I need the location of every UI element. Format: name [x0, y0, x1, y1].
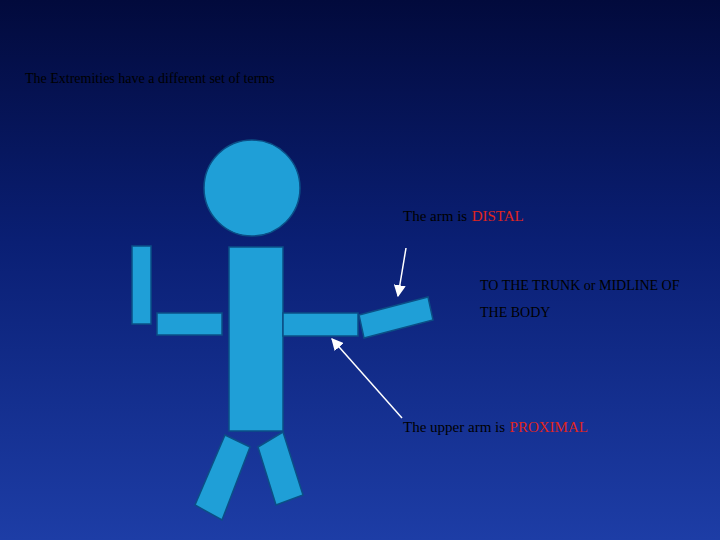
leader-arrow	[398, 248, 406, 296]
proximal-label-row: The upper arm is PROXIMAL	[403, 419, 588, 436]
left-upper-arm	[157, 313, 222, 335]
trunk	[229, 247, 283, 431]
distal-label-row: The arm is DISTAL	[403, 208, 524, 225]
note-label: TO THE TRUNK or MIDLINE OF THE BODY	[480, 272, 680, 326]
label-text: The upper arm is	[403, 419, 505, 436]
right-leg	[258, 432, 303, 505]
right-upper-arm	[283, 313, 358, 336]
term-label: DISTAL	[472, 208, 524, 225]
term-label: PROXIMAL	[510, 419, 588, 436]
leader-arrow	[332, 339, 402, 418]
slide-title: The Extremities have a different set of …	[25, 71, 275, 87]
left-forearm	[132, 246, 151, 324]
head	[204, 140, 300, 236]
label-text: The arm is	[403, 208, 467, 225]
right-forearm	[359, 297, 433, 338]
left-leg	[195, 435, 250, 520]
